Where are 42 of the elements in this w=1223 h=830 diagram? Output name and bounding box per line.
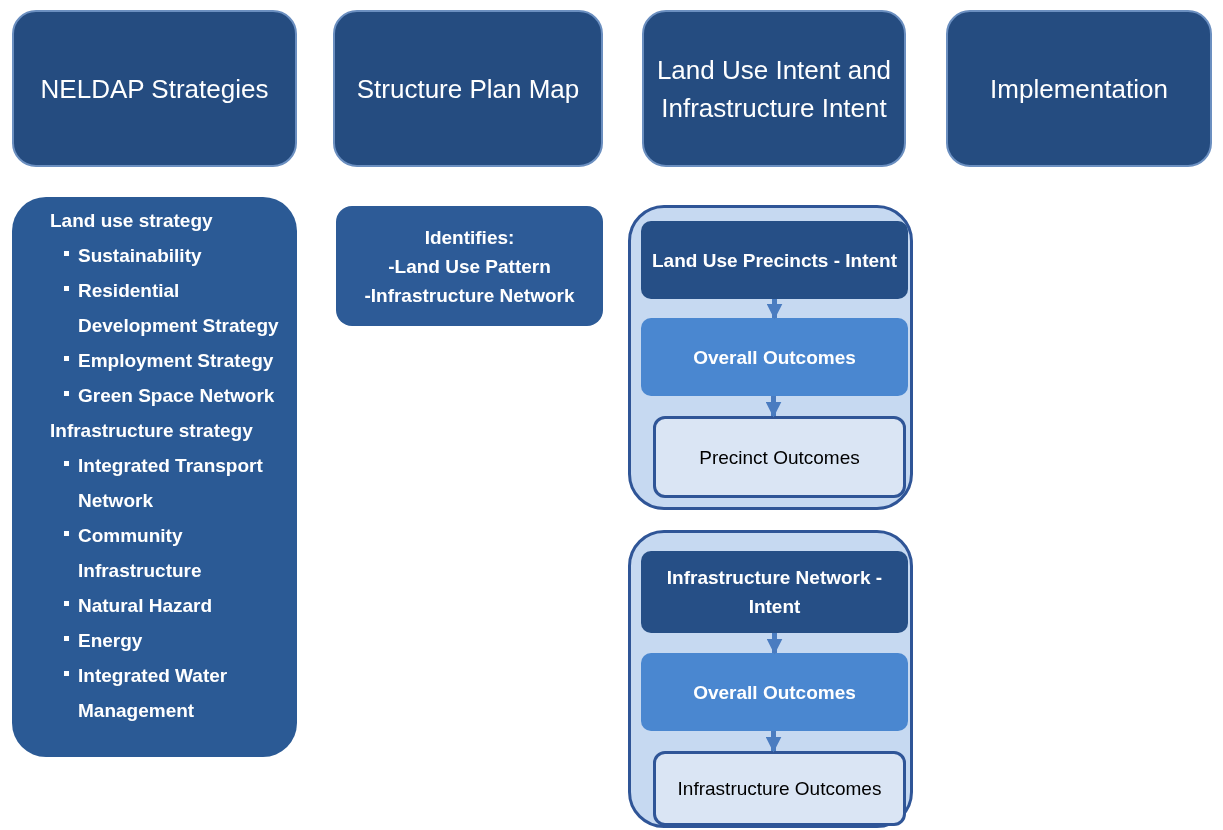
process-box: [641, 221, 908, 299]
box-heading: Identifies:: [423, 225, 516, 250]
strategy-box: [12, 197, 297, 757]
process-box: [641, 551, 908, 633]
column-title: NELDAP Strategies: [39, 72, 270, 106]
list-item: Residential Development Strategy: [64, 273, 287, 343]
list-item: Community Infrastructure: [64, 518, 287, 588]
outcome-box: [653, 416, 906, 498]
arrow: [765, 396, 782, 418]
title-box: [333, 10, 603, 167]
list-item: Natural Hazard: [64, 588, 213, 623]
process-box: [336, 206, 603, 326]
column-title: Implementation: [989, 72, 1169, 106]
box-label: Infrastructure Outcomes: [676, 777, 883, 801]
title-box: [12, 10, 297, 167]
group-box: [628, 530, 913, 828]
arrow: [765, 731, 782, 753]
arrow: [766, 633, 783, 655]
section-heading: Land use strategy: [50, 209, 213, 233]
list-item: Employment Strategy: [64, 343, 274, 378]
list-item: Sustainability: [64, 238, 202, 273]
title-box: [642, 10, 906, 167]
box-label: Overall Outcomes: [692, 345, 857, 370]
list-item: Energy: [64, 623, 143, 658]
list-item: Integrated Water Management: [64, 658, 287, 728]
group-box: [628, 205, 913, 510]
box-line: -Infrastructure Network: [363, 283, 576, 308]
box-line: -Land Use Pattern: [387, 254, 552, 279]
list-item: Green Space Network: [64, 378, 275, 413]
box-label: Infrastructure Network - Intent: [665, 566, 884, 619]
box-label: Land Use Precincts - Intent: [651, 248, 898, 273]
outcome-box: [653, 751, 906, 826]
arrow: [766, 299, 783, 320]
process-box: [641, 653, 908, 731]
box-label: Overall Outcomes: [692, 680, 857, 705]
process-box: [641, 318, 908, 396]
title-box: [946, 10, 1212, 167]
column-title: Land Use Intent and Infrastructure Intent: [655, 53, 893, 125]
list-item: Integrated Transport Network: [64, 448, 287, 518]
column-title: Structure Plan Map: [355, 72, 581, 106]
section-heading: Infrastructure strategy: [50, 419, 253, 443]
box-label: Precinct Outcomes: [698, 445, 861, 470]
